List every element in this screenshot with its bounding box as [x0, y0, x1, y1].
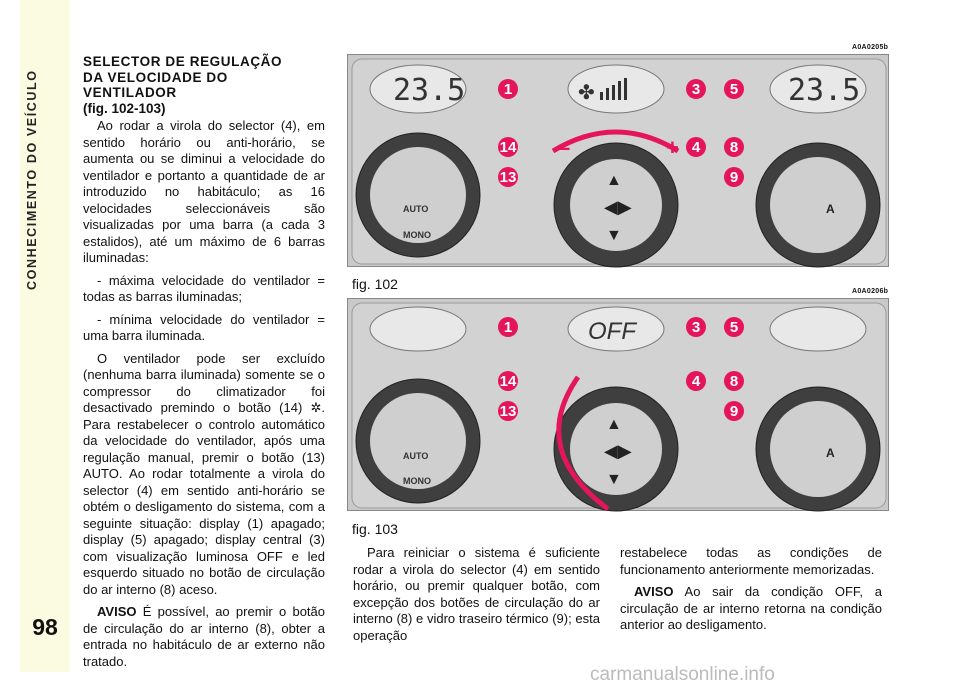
svg-text:8: 8 [730, 139, 738, 156]
bottom-left-paragraph: Para reiniciar o sistema é suficiente ro… [353, 545, 600, 643]
paragraph-5: AVISO É possível, ao premir o botão de c… [83, 604, 325, 670]
mono-button-label: MONO [403, 230, 431, 240]
svg-text:▼: ▼ [606, 471, 622, 488]
svg-text:3: 3 [692, 81, 700, 98]
svg-text:▲: ▲ [606, 416, 622, 433]
left-column: SELECTOR DE REGULAÇÃO DA VELOCIDADE DO V… [83, 54, 325, 676]
aviso-label-2: AVISO [634, 584, 674, 599]
svg-text:14: 14 [500, 373, 517, 390]
svg-text:▼: ▼ [606, 227, 622, 244]
bottom-right-column: restabelece todas as condições de funcio… [620, 545, 882, 640]
svg-text:◀▶: ◀▶ [604, 441, 632, 461]
svg-text:3: 3 [692, 319, 700, 336]
center-display [567, 64, 665, 114]
heading-line-1: SELECTOR DE REGULAÇÃO [83, 54, 283, 69]
svg-text:A: A [826, 202, 835, 216]
svg-text:▲: ▲ [606, 172, 622, 189]
fig102-illustration: 23.5 ✤ 23.5 AUTO MONO ▲ ◀▶ ▼ A – + 1 3 5 1… [351, 58, 887, 268]
bottom-left-column: Para reiniciar o sistema é suficiente ro… [353, 545, 600, 650]
svg-text:8: 8 [730, 373, 738, 390]
svg-text:4: 4 [692, 373, 701, 390]
paragraph-4: O ventilador pode ser excluído (nenhuma … [83, 350, 325, 597]
aviso-text: É possível, ao premir o botão de circula… [83, 604, 325, 669]
paragraph-2: - máxima velocidade do ventilador = toda… [83, 272, 325, 305]
left-display [369, 64, 467, 114]
off-display: OFF [588, 318, 637, 345]
fig102-panel: 23.5 ✤ 23.5 AUTO MONO ▲ ◀▶ ▼ A – + 1 3 5 1… [347, 54, 889, 268]
heading-line-4: (fig. 102-103) [83, 100, 166, 116]
svg-text:9: 9 [730, 169, 738, 186]
section-title-vertical: CONHECIMENTO DO VEÍCULO [22, 40, 42, 560]
heading-line-2: DA VELOCIDADE DO [83, 69, 228, 85]
fan-icon: ✤ [578, 82, 595, 104]
svg-text:A: A [826, 446, 835, 460]
section-heading: SELECTOR DE REGULAÇÃO DA VELOCIDADE DO V… [83, 54, 325, 116]
svg-text:13: 13 [500, 403, 517, 420]
bottom-right-paragraph-1: restabelece todas as condições de funcio… [620, 545, 882, 577]
fig103-panel: OFF AUTO MONO ▲ ◀▶ ▼ A 1 3 5 14 4 8 13 9 [347, 298, 889, 512]
fig103-code: A0A0206b [852, 288, 889, 295]
svg-text:14: 14 [500, 139, 517, 156]
svg-text:AUTO: AUTO [403, 451, 428, 461]
auto-button-label: AUTO [403, 204, 428, 214]
right-display [769, 64, 867, 114]
svg-text:4: 4 [692, 139, 701, 156]
bottom-right-paragraph-2: AVISO Ao sair da condição OFF, a circula… [620, 584, 882, 634]
aviso-text-2: Ao sair da condição OFF, a circulação de… [620, 584, 882, 632]
svg-text:1: 1 [504, 319, 512, 336]
heading-line-3: VENTILADOR [83, 85, 177, 100]
svg-text:5: 5 [730, 319, 738, 336]
paragraph-1: Ao rodar a virola do selector (4), em se… [83, 118, 325, 265]
svg-text:MONO: MONO [403, 476, 431, 486]
page-number: 98 [32, 614, 58, 640]
fig103-caption: fig. 103 [352, 521, 398, 537]
left-display-value: 23.5 [393, 73, 465, 108]
svg-text:◀▶: ◀▶ [604, 197, 632, 217]
section-title: CONHECIMENTO DO VEÍCULO [25, 69, 39, 290]
svg-text:5: 5 [730, 81, 738, 98]
svg-text:+: + [666, 135, 679, 160]
svg-text:13: 13 [500, 169, 517, 186]
svg-text:–: – [558, 135, 570, 160]
paragraph-3: - mínima velocidade do ventilador = uma … [83, 311, 325, 344]
fig102-code: A0A0205b [852, 44, 889, 51]
fig103-illustration: OFF AUTO MONO ▲ ◀▶ ▼ A 1 3 5 14 4 8 13 9 [351, 302, 887, 512]
svg-text:9: 9 [730, 403, 738, 420]
right-display-value: 23.5 [788, 73, 860, 108]
fig102-caption: fig. 102 [352, 276, 398, 292]
sidebar-band [20, 0, 70, 672]
svg-text:1: 1 [504, 81, 512, 98]
watermark: carmanualsonline.info [590, 664, 775, 685]
aviso-label: AVISO [97, 604, 137, 619]
